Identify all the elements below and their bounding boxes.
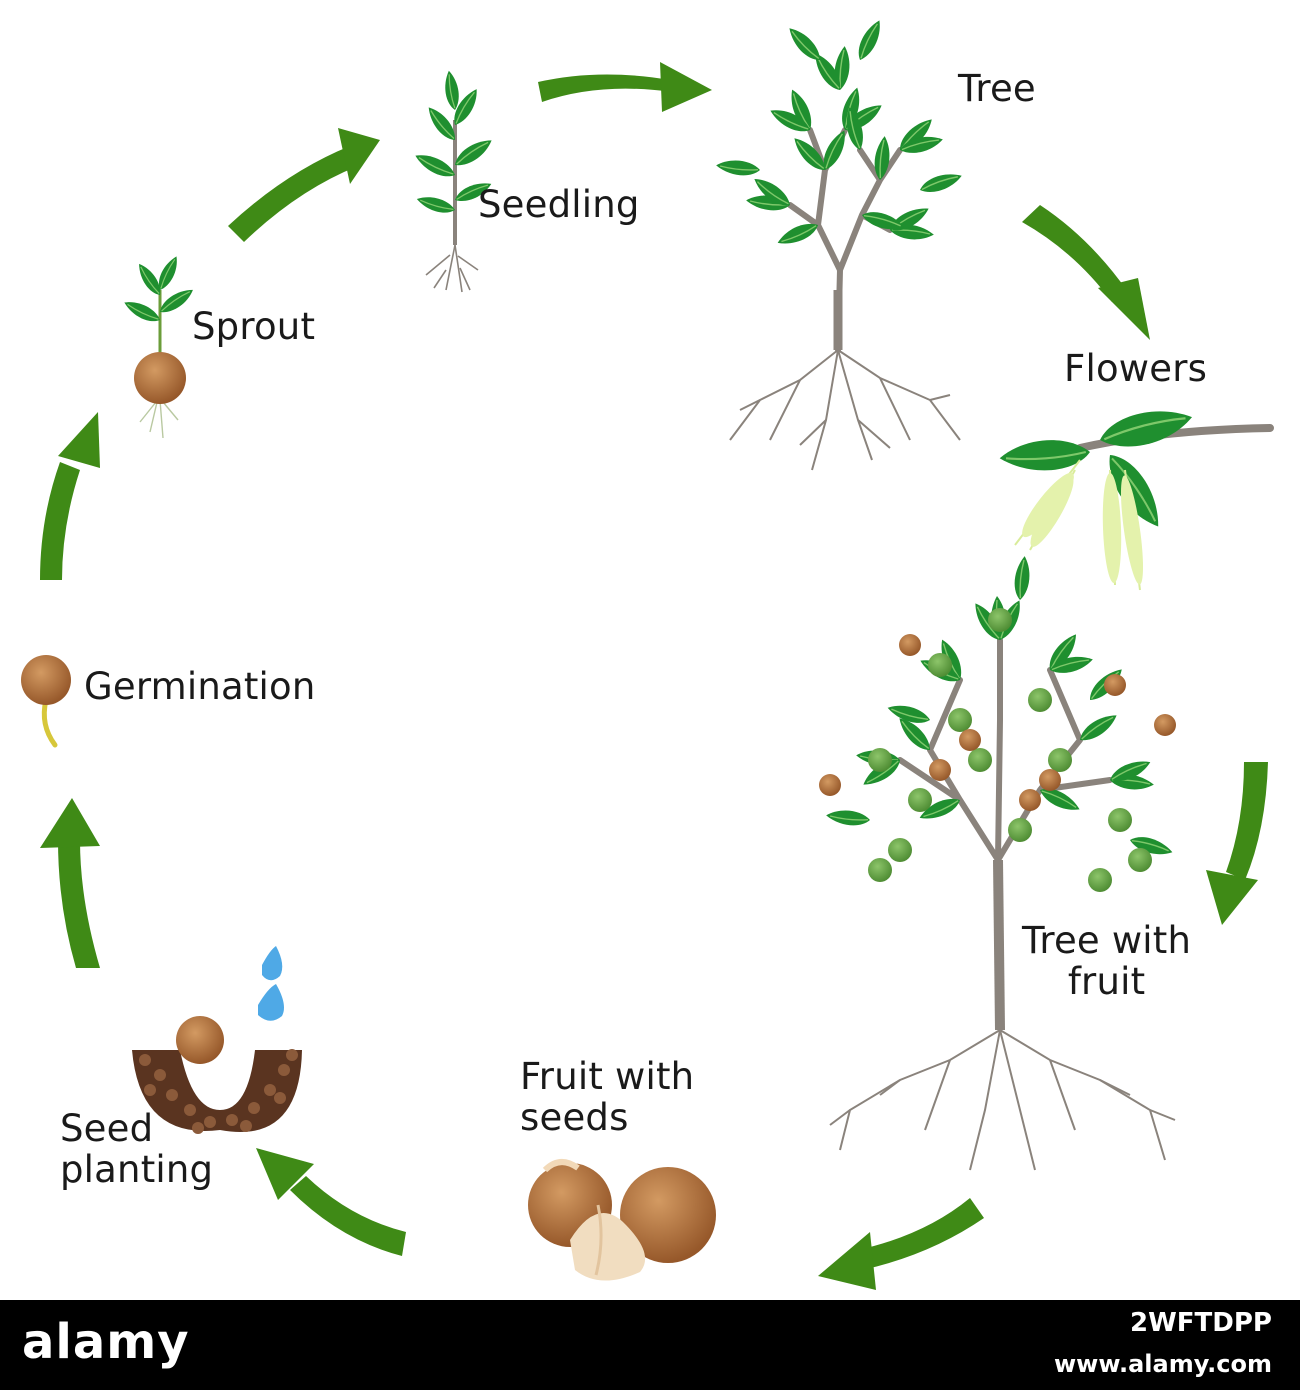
arrow-to-fruit-seeds <box>818 1198 984 1290</box>
label-fruit-with-seeds: Fruit with seeds <box>520 1055 695 1140</box>
label-flowers: Flowers <box>1064 347 1208 390</box>
stock-footer-bar: alamy 2WFTDPP www.alamy.com <box>0 1300 1300 1390</box>
arrow-to-seed-planting <box>256 1148 406 1256</box>
fruit-with-seeds-illustration <box>528 1159 716 1281</box>
alamy-logo: alamy <box>22 1314 190 1370</box>
seedling-illustration <box>411 69 497 293</box>
label-seed-planting: Seed planting <box>60 1107 214 1192</box>
diagram-canvas <box>21 16 1274 1290</box>
label-seedling: Seedling <box>478 183 640 226</box>
tree-foliage <box>714 16 965 249</box>
ripe-fruits <box>819 634 1176 811</box>
site-url: www.alamy.com <box>1053 1350 1272 1378</box>
arrow-to-sprout <box>40 412 100 580</box>
seed-planting-illustration <box>132 946 302 1134</box>
tree-illustration <box>714 16 965 471</box>
label-sprout: Sprout <box>192 305 316 348</box>
label-germination: Germination <box>84 665 316 708</box>
arrow-to-germination <box>40 798 100 968</box>
arrow-seedling-to-tree <box>538 62 712 112</box>
label-tree-with-fruit: Tree with fruit <box>1022 919 1192 1004</box>
label-tree: Tree <box>958 67 1036 110</box>
arrow-tree-to-flowers <box>1022 205 1150 340</box>
sprout-illustration <box>121 253 198 439</box>
cycle-arrows <box>40 62 1268 1290</box>
arrow-to-seedling <box>228 128 380 242</box>
tree-with-fruit-illustration <box>819 554 1176 1171</box>
flowers-illustration <box>998 403 1274 591</box>
image-id: 2WFTDPP <box>1130 1308 1272 1338</box>
germination-illustration <box>21 655 71 748</box>
green-fruits <box>868 608 1152 892</box>
life-cycle-diagram: Seedling Tree Flowers Tree with fruit Fr… <box>21 16 1274 1290</box>
arrow-fruit-tree-down <box>1206 762 1268 925</box>
